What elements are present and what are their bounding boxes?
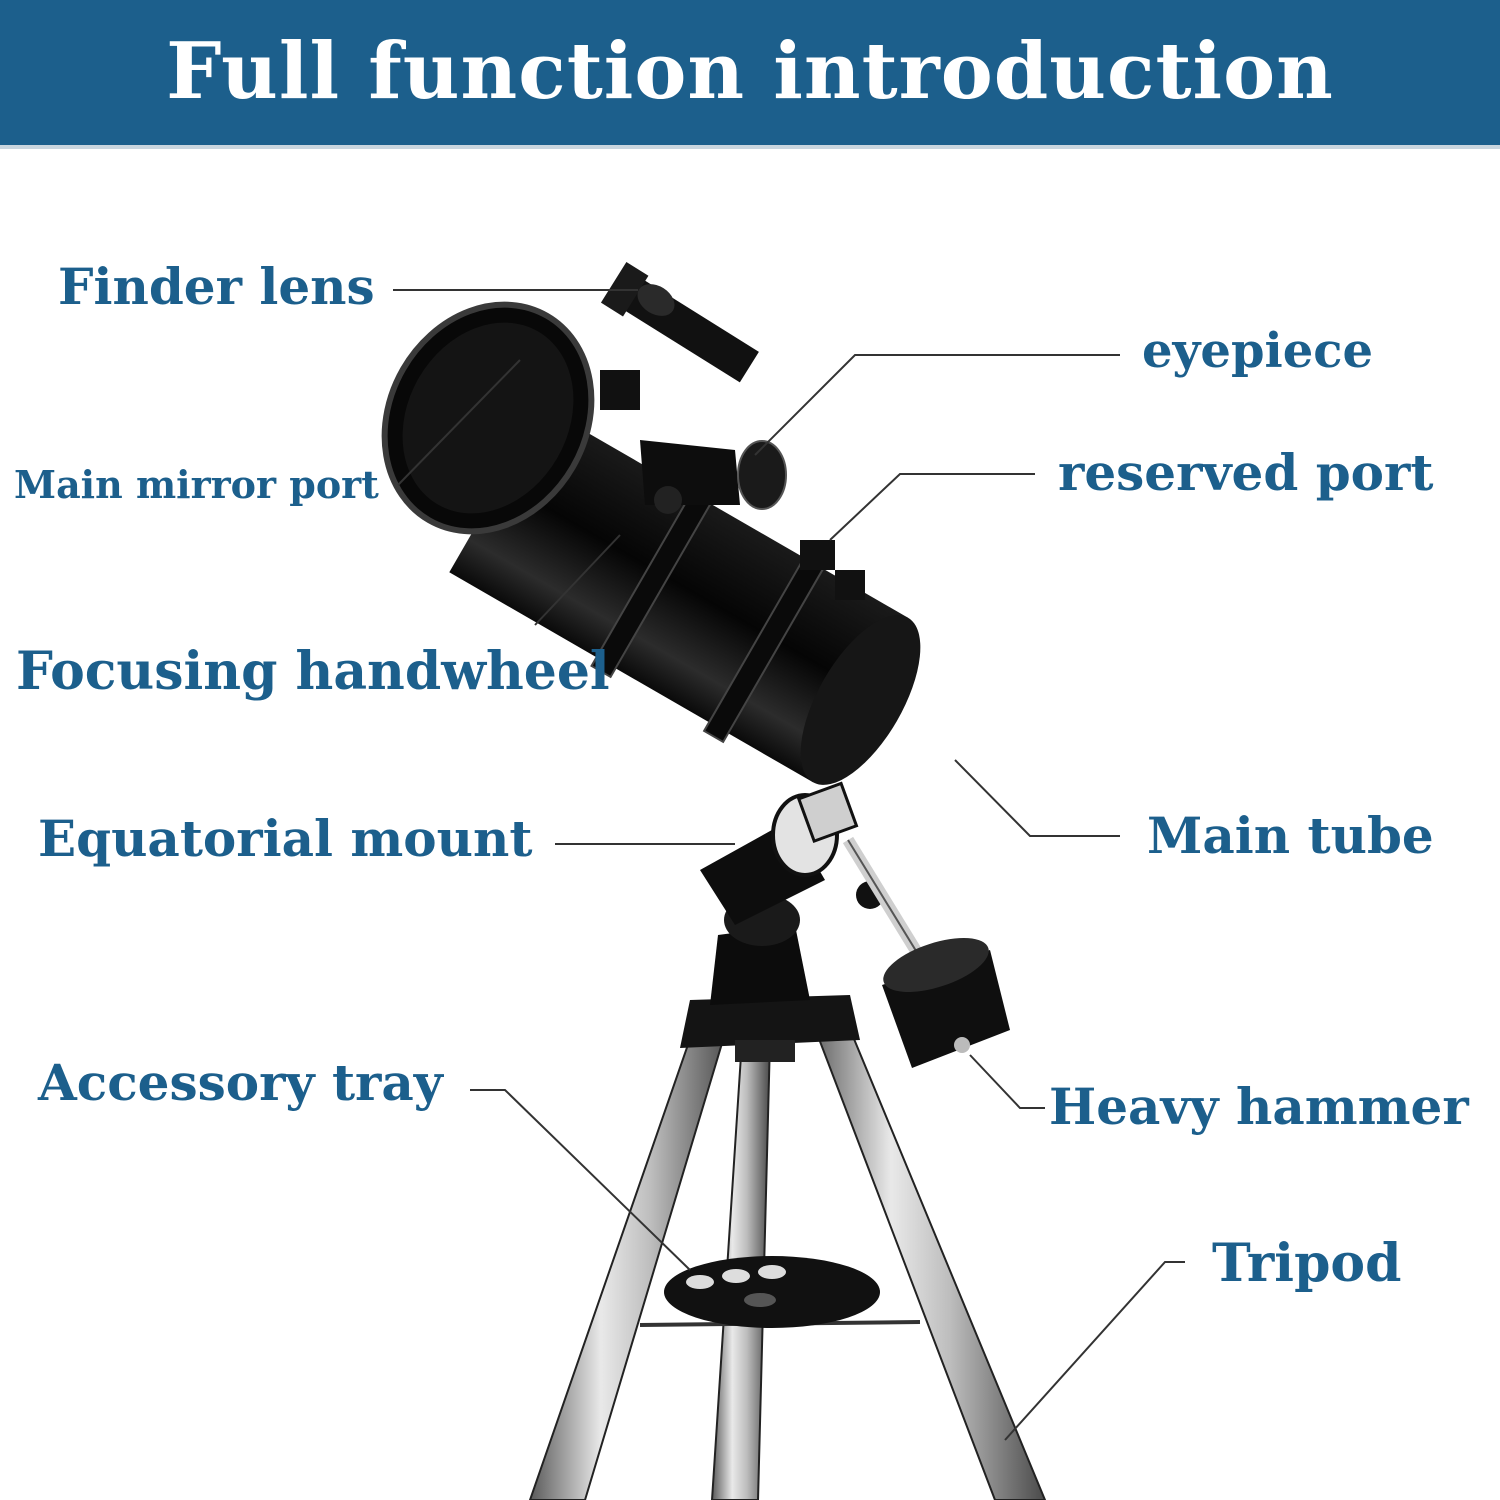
leader-main-mirror-port [397,359,521,486]
page-title: Full function introduction [166,26,1334,117]
tripod-leg-right [806,1009,1047,1500]
label-heavy-hammer: Heavy hammer [1049,1077,1469,1136]
finder-scope [600,261,759,410]
leader-tripod [1004,1261,1185,1441]
label-reserved-port: reserved port [1058,443,1434,502]
equatorial-mount [700,781,884,925]
tripod-leg-left [528,1009,734,1500]
leader-reserved-port [829,473,1035,541]
title-banner [0,0,1500,145]
label-equatorial-mount: Equatorial mount [38,809,533,868]
label-main-mirror-port: Main mirror port [14,462,379,507]
label-focusing-handwheel: Focusing handwheel [16,641,610,702]
leader-heavy-hammer [969,1054,1045,1109]
label-main-tube: Main tube [1147,806,1434,865]
label-finder-lens: Finder lens [58,257,375,316]
label-eyepiece: eyepiece [1142,323,1374,379]
eyepiece [640,440,787,514]
leader-accessory-tray [470,1089,691,1271]
leader-lines [393,289,1185,1441]
tripod-head [680,894,860,1062]
leader-main-tube [954,759,1120,837]
tripod [528,1009,1047,1500]
label-tripod: Tripod [1212,1233,1402,1294]
counterweight [842,836,1010,1068]
accessory-tray [664,1256,880,1328]
leader-eyepiece [754,354,1120,456]
main-tube [381,301,921,785]
banner-divider [0,145,1500,149]
leader-focusing-handwheel [534,534,621,626]
reserved-port [800,540,865,600]
label-accessory-tray: Accessory tray [38,1053,443,1112]
